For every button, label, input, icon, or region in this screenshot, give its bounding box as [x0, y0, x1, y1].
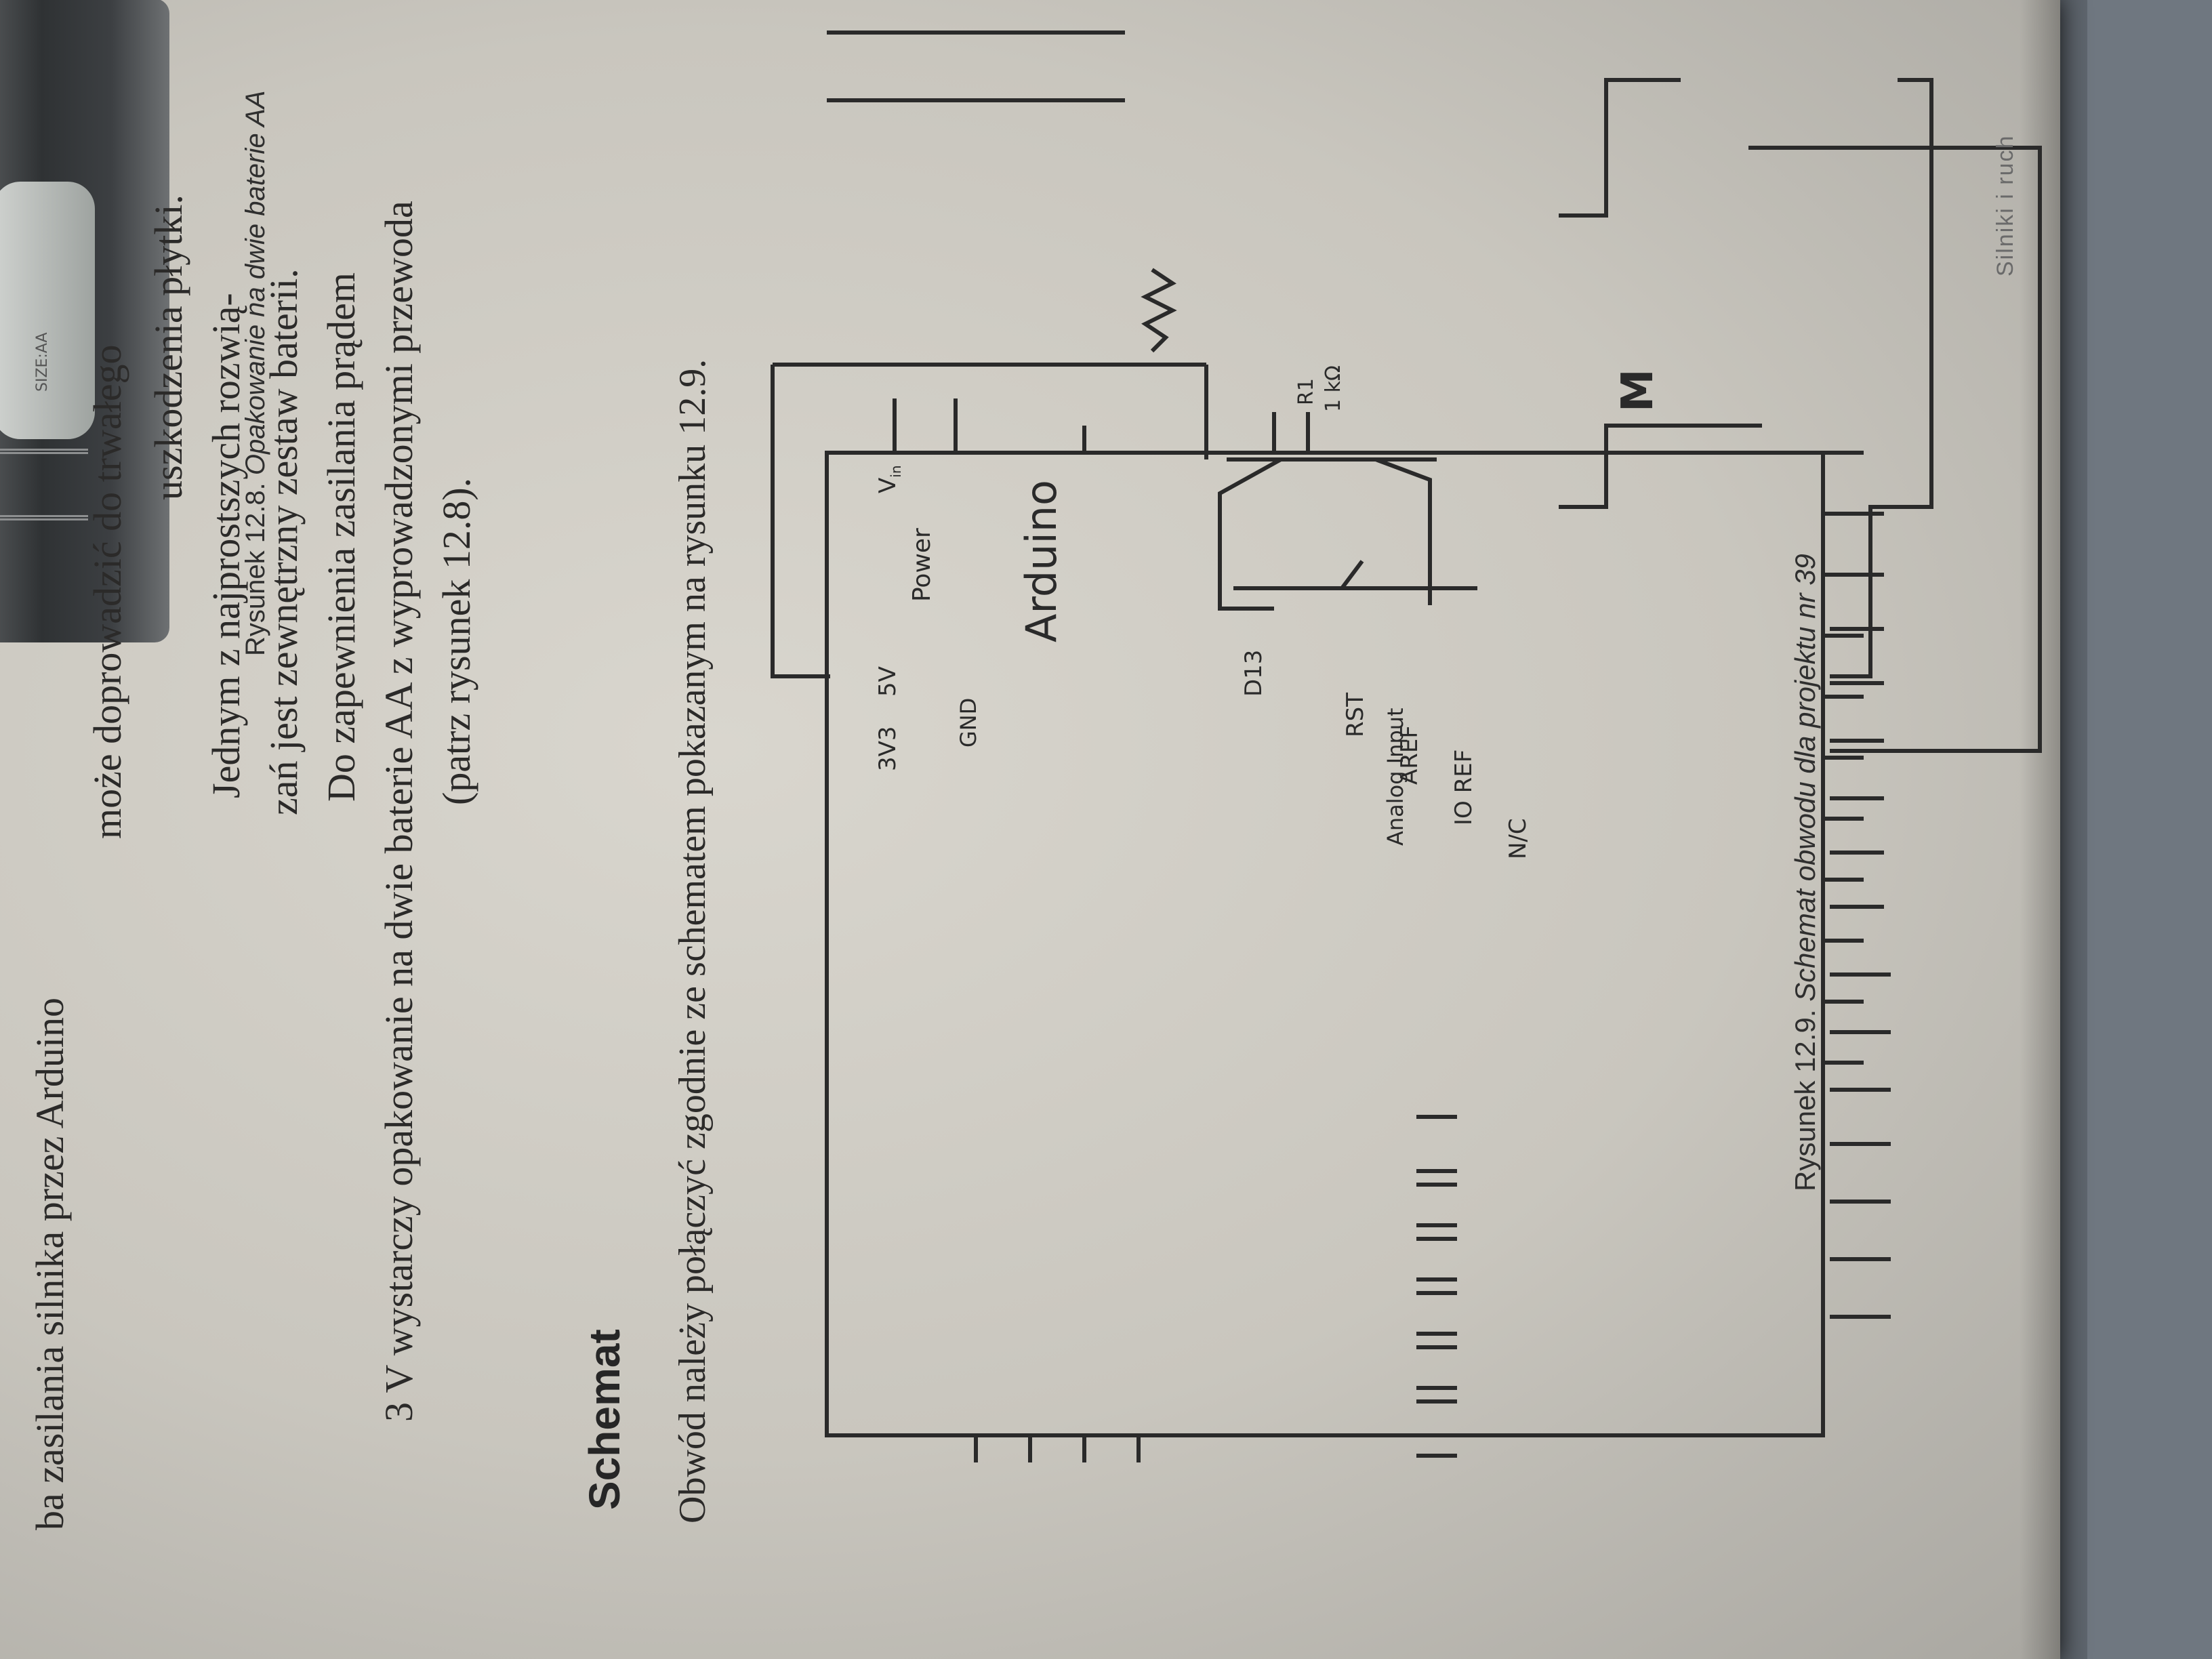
- right-pin-stubs: [1823, 451, 1864, 1065]
- wire-gnd-to-battery: [1748, 146, 2042, 753]
- figure-12-9-label: Rysunek 12.9.: [1789, 1009, 1821, 1192]
- pin-label-5v: 5V: [874, 666, 901, 697]
- board-name: Arduino: [1017, 480, 1066, 642]
- left-pin-rst: RST: [1342, 693, 1369, 737]
- circuit-wires: [1559, 78, 2042, 1144]
- figure-12-9-caption: Rysunek 12.9. Schemat obwodu dla projekt…: [1789, 554, 1822, 1191]
- wire-battery-motor: [1559, 78, 1681, 218]
- vin-text: V: [874, 477, 901, 493]
- power-label: Power: [908, 528, 936, 602]
- page-footer: Silniki i ruch: [1992, 134, 2018, 276]
- wire-d5-resistor-transistor: [1830, 78, 1933, 678]
- vin-subscript: in: [887, 465, 904, 478]
- digital-header-stubs: [1830, 512, 1891, 1319]
- wire-transistor-motor: [1559, 424, 1762, 509]
- rotated-page-content: SIZE:AA ba zasilania silnika przez Ardui…: [0, 0, 2042, 1530]
- circuit-schematic: [771, 30, 2042, 1462]
- analog-pin-stubs-lower: [1416, 1183, 1457, 1458]
- pin-label-3v3: 3V3: [874, 726, 901, 771]
- misc-pin-stubs: [1272, 412, 1310, 453]
- left-pin-stubs: [974, 1435, 1141, 1462]
- page-fold-shadow: [2020, 0, 2087, 1659]
- transistor-pair: [1218, 457, 1477, 611]
- main-circuit: [771, 30, 1208, 678]
- analog-pin-stubs: [1416, 1115, 1457, 1390]
- motor-label: M: [1613, 369, 1663, 412]
- power-pin-stubs: [893, 398, 958, 453]
- book-page: [0, 0, 2060, 1659]
- left-pin-ioref: IO REF: [1450, 749, 1477, 825]
- left-pin-nc: N/C: [1504, 818, 1532, 859]
- resistor-name: R1: [1294, 378, 1318, 405]
- vin-label: Vin: [874, 466, 904, 494]
- arduino-board-outline: [825, 451, 1825, 1437]
- left-pin-aref: AREF: [1396, 725, 1423, 785]
- resistor-value: 1 kΩ: [1322, 365, 1345, 412]
- pin-label-d13: D13: [1240, 649, 1267, 697]
- figure-12-9-text: Schemat obwodu dla projektu nr 39: [1789, 554, 1821, 1002]
- gnd-label: GND: [956, 697, 981, 747]
